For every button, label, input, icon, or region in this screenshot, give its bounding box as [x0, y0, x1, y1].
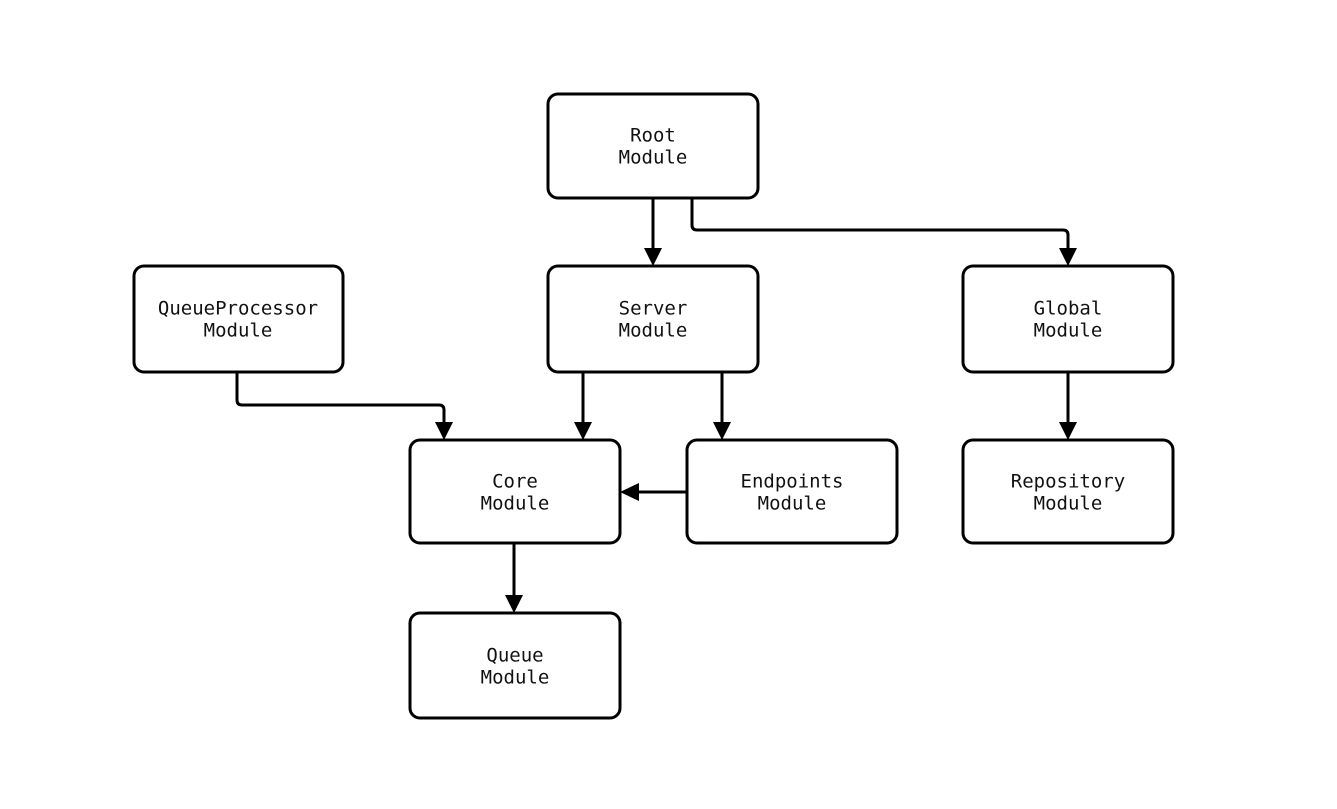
node-queueprocessor-module[interactable]: QueueProcessor Module: [132, 264, 345, 374]
edge-root-to-server: [644, 198, 662, 266]
node-repository-module-label-line1: Repository: [1011, 471, 1125, 493]
node-core-module[interactable]: Core Module: [408, 438, 622, 545]
edge-server-to-core: [574, 372, 592, 440]
edge-root-to-global-arrowhead: [1059, 248, 1077, 266]
edge-server-to-endpoints-arrowhead: [713, 422, 731, 440]
node-global-module[interactable]: Global Module: [961, 264, 1175, 374]
node-queue-module-label-line2: Module: [481, 667, 550, 689]
edge-queueprocessor-to-core-line: [235, 372, 446, 425]
edge-root-to-global: [690, 198, 1077, 266]
node-queueprocessor-module-label-line2: Module: [204, 320, 273, 342]
edge-server-to-endpoints: [713, 372, 731, 440]
edge-endpoints-to-core-arrowhead: [620, 483, 639, 501]
node-server-module-label-line1: Server: [619, 298, 688, 320]
node-endpoints-module-box[interactable]: [685, 438, 899, 545]
edge-queueprocessor-to-core-arrowhead: [435, 422, 453, 440]
node-server-module[interactable]: Server Module: [546, 264, 760, 374]
edge-server-to-core-arrowhead: [574, 422, 592, 440]
node-queue-module-box[interactable]: [408, 611, 622, 720]
node-endpoints-module-label-line2: Module: [758, 493, 827, 515]
node-server-module-label-line2: Module: [619, 320, 688, 342]
node-global-module-label-line1: Global: [1034, 298, 1103, 320]
node-queueprocessor-module-label-line1: QueueProcessor: [158, 298, 318, 320]
node-queueprocessor-module-box[interactable]: [132, 264, 345, 374]
edge-global-to-repository: [1059, 372, 1077, 440]
node-server-module-box[interactable]: [546, 264, 760, 374]
node-repository-module[interactable]: Repository Module: [961, 438, 1175, 545]
edge-core-to-queue: [505, 543, 523, 613]
node-repository-module-box[interactable]: [961, 438, 1175, 545]
node-global-module-box[interactable]: [961, 264, 1175, 374]
node-core-module-box[interactable]: [408, 438, 622, 545]
node-queue-module-label-line1: Queue: [486, 645, 543, 667]
node-endpoints-module[interactable]: Endpoints Module: [685, 438, 899, 545]
node-endpoints-module-label-line1: Endpoints: [741, 471, 844, 493]
node-root-module-label-line2: Module: [619, 147, 688, 169]
node-global-module-label-line2: Module: [1034, 320, 1103, 342]
edge-endpoints-to-core: [620, 483, 687, 501]
node-queue-module[interactable]: Queue Module: [408, 611, 622, 720]
node-root-module-box[interactable]: [546, 92, 760, 200]
edge-root-to-global-line: [690, 198, 1070, 251]
node-root-module-label-line1: Root: [630, 125, 676, 147]
node-core-module-label-line1: Core: [492, 471, 538, 493]
edge-root-to-server-arrowhead: [644, 248, 662, 266]
node-core-module-label-line2: Module: [481, 493, 550, 515]
edge-global-to-repository-arrowhead: [1059, 422, 1077, 440]
edge-core-to-queue-arrowhead: [505, 595, 523, 613]
node-repository-module-label-line2: Module: [1034, 493, 1103, 515]
node-root-module[interactable]: Root Module: [546, 92, 760, 200]
edge-queueprocessor-to-core: [235, 372, 453, 440]
